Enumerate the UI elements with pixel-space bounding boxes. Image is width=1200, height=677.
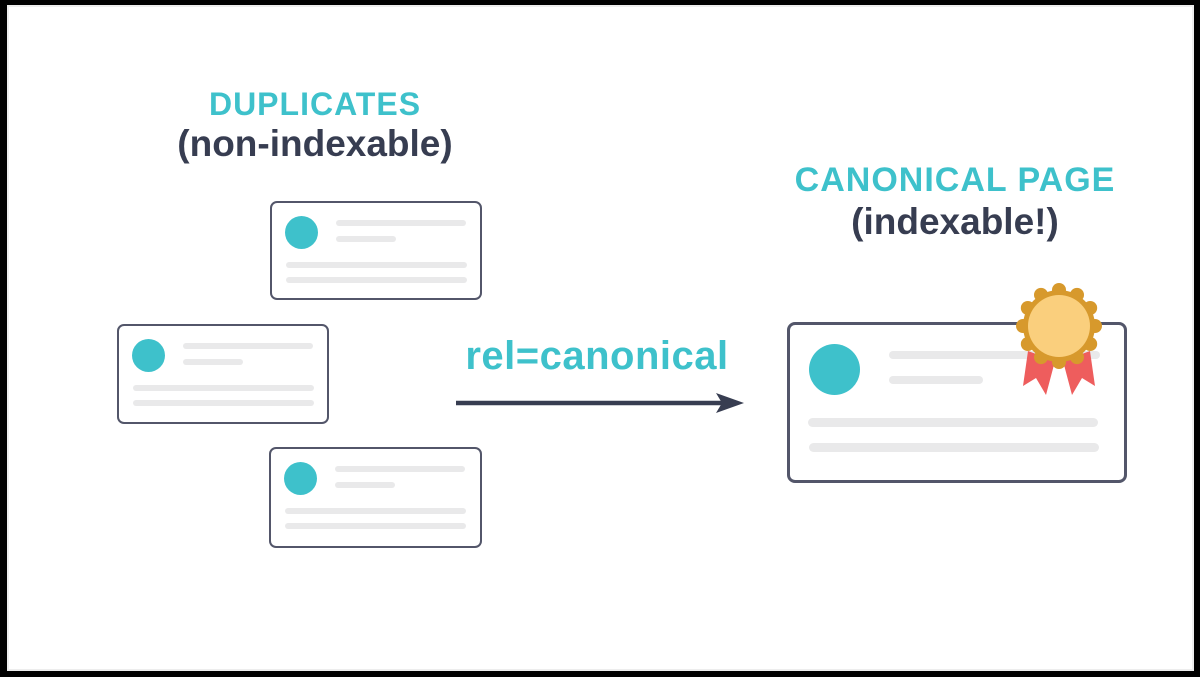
placeholder-line: [809, 443, 1099, 452]
placeholder-line: [183, 359, 243, 365]
ribbon-left: [1023, 351, 1055, 395]
placeholder-line: [286, 277, 467, 283]
teal-circle-avatar-icon: [809, 344, 860, 395]
duplicates-heading: DUPLICATES (non-indexable): [115, 85, 515, 166]
teal-circle-avatar-icon: [284, 462, 317, 495]
right-arrow-icon: [456, 393, 744, 413]
canonical-heading: CANONICAL PAGE (indexable!): [755, 160, 1155, 243]
duplicates-title: DUPLICATES: [208, 86, 422, 122]
placeholder-line: [133, 385, 314, 391]
placeholder-line: [336, 236, 396, 242]
placeholder-line: [286, 262, 467, 268]
canonical-subtitle: (indexable!): [851, 200, 1059, 242]
teal-circle-avatar-icon: [132, 339, 165, 372]
placeholder-line: [285, 523, 466, 529]
placeholder-line: [336, 220, 466, 226]
placeholder-line: [335, 466, 465, 472]
placeholder-line: [808, 418, 1098, 427]
placeholder-line: [183, 343, 313, 349]
duplicate-card: [269, 447, 482, 548]
placeholder-line: [889, 376, 983, 384]
placeholder-line: [285, 508, 466, 514]
canonical-title: CANONICAL PAGE: [794, 161, 1116, 199]
duplicates-subtitle: (non-indexable): [177, 123, 453, 165]
placeholder-line: [889, 351, 1100, 359]
duplicate-card: [270, 201, 482, 300]
duplicate-card: [117, 324, 329, 424]
placeholder-line: [133, 400, 314, 406]
teal-circle-avatar-icon: [285, 216, 318, 249]
rel-canonical-label: rel=canonical: [465, 334, 729, 378]
ribbon-right: [1063, 351, 1095, 395]
placeholder-line: [335, 482, 395, 488]
award-badge-icon: [1016, 283, 1102, 395]
